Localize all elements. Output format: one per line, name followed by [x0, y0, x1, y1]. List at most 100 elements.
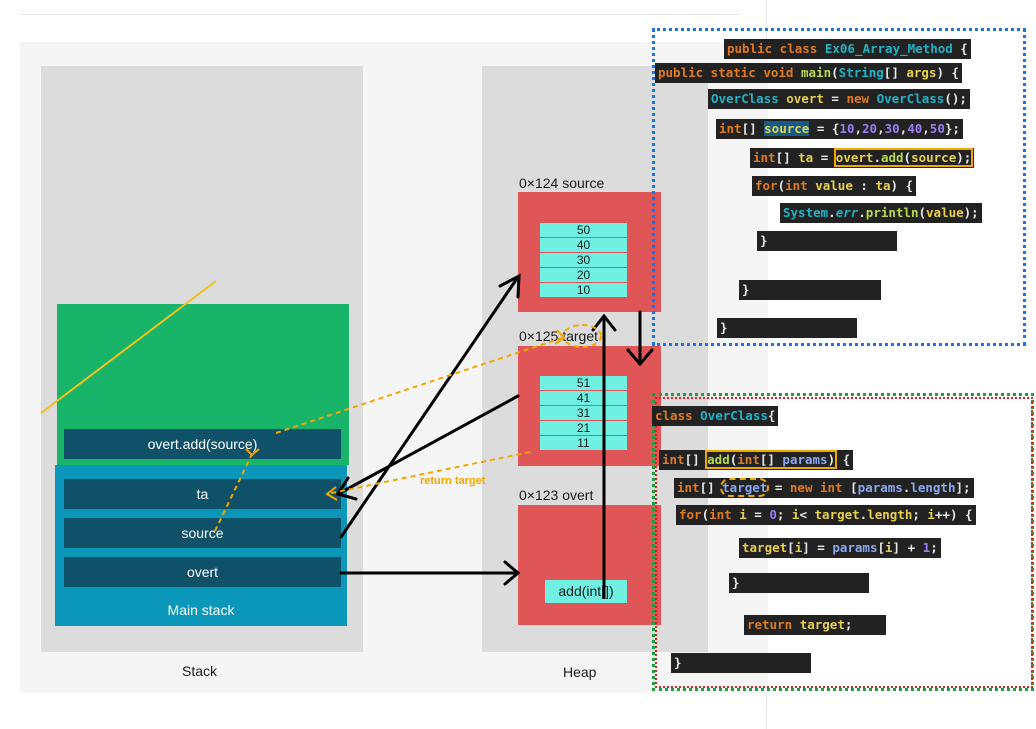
code-token: 1	[922, 540, 931, 555]
code-token: new	[846, 91, 877, 106]
strike-line	[40, 280, 217, 414]
ta-ref-arrow	[338, 394, 520, 495]
code-token: overt	[778, 91, 824, 106]
overt-add-method: add(int[])	[545, 580, 627, 603]
target-highlight-ellipse	[562, 324, 602, 348]
code-token: ] =	[802, 540, 833, 555]
var-ta: ta	[64, 479, 341, 509]
code-token: ++) {	[934, 507, 973, 522]
code-token: .	[902, 480, 911, 495]
heap-target-header: 0×125 target	[519, 328, 599, 344]
code-token: String	[838, 65, 884, 80]
code-token: 40	[907, 121, 923, 136]
code-token: i	[791, 507, 800, 522]
code-token: []	[883, 65, 907, 80]
code-token: 50	[929, 121, 945, 136]
code-token: params	[782, 452, 828, 467]
code-token: target	[814, 507, 860, 522]
code-token: []	[684, 452, 708, 467]
code-token: <	[799, 507, 815, 522]
code-token: []	[741, 121, 765, 136]
code-line-target-decl: int[] target = new int [params.length];	[674, 478, 974, 498]
var-overt: overt	[64, 557, 341, 587]
code-token: i	[885, 540, 893, 555]
code-token: ,	[854, 121, 863, 136]
code-token: {	[952, 41, 968, 56]
source-to-method-arrow	[214, 453, 253, 532]
source-cell: 10	[540, 283, 627, 298]
source-cell: 40	[540, 238, 627, 253]
heap-title: Heap	[563, 664, 597, 680]
code-token: main	[801, 65, 832, 80]
code-token: (	[729, 452, 738, 467]
code-token: int	[719, 121, 742, 136]
var-source: source	[64, 518, 341, 548]
code-line-close-for: }	[757, 231, 897, 251]
code-token: =	[746, 507, 770, 522]
source-cell: 30	[540, 253, 627, 268]
code-token: target	[742, 540, 788, 555]
code-token: System	[783, 205, 829, 220]
code-token: ;	[844, 617, 853, 632]
code-token: add	[880, 150, 904, 165]
code-token: err	[835, 205, 859, 220]
code-token: = {	[809, 121, 840, 136]
return-to-ta-arrow	[326, 451, 531, 495]
code-line-overclass-decl: class OverClass{	[652, 406, 779, 426]
code-token: ) {	[890, 178, 914, 193]
code-token: .	[858, 205, 866, 220]
code-token: int	[785, 178, 816, 193]
code-line-close-main: }	[739, 280, 881, 300]
code-line-close-method: }	[671, 653, 811, 673]
code-token: OverClass	[876, 91, 945, 106]
code-token: i	[794, 540, 803, 555]
code-token: for	[755, 178, 778, 193]
code-token: ta	[875, 178, 891, 193]
stack-title: Stack	[182, 663, 218, 679]
code-token: .	[859, 507, 868, 522]
code-line-overt: OverClass overt = new OverClass();	[708, 89, 970, 109]
code-token: int	[820, 480, 851, 495]
code-token: .	[873, 150, 881, 165]
code-token: 10	[839, 121, 855, 136]
code-token: value	[926, 205, 964, 220]
code-token: ,	[922, 121, 930, 136]
code-token: [	[877, 540, 886, 555]
code-token: for	[679, 507, 702, 522]
overclass-code-region-red	[655, 397, 1033, 688]
code-line-println: System.err.println(value);	[780, 203, 982, 223]
code-token: target	[799, 617, 845, 632]
code-token: source	[764, 121, 810, 136]
code-token: )	[827, 452, 836, 467]
source-cell: 20	[540, 268, 627, 283]
code-line-ta: int[] ta = overt.add(source);	[750, 148, 975, 168]
source-array: 50 40 30 20 10	[540, 223, 627, 298]
code-token: public static void	[658, 65, 801, 80]
code-token: []	[759, 452, 783, 467]
code-token: OverClass	[711, 91, 779, 106]
code-token: {	[835, 452, 851, 467]
code-token: ;	[776, 507, 792, 522]
code-token: (	[777, 178, 786, 193]
code-token: OverClass	[700, 408, 768, 423]
code-line-class-decl: public class Ex06_Array_Method {	[724, 39, 971, 59]
code-token: []	[699, 480, 723, 495]
add-call-highlight: overt.add(source);	[833, 148, 974, 167]
code-token: ,	[899, 121, 908, 136]
code-line-for: for(int value : ta) {	[752, 176, 917, 196]
code-token: (	[701, 507, 710, 522]
code-token: ta	[798, 150, 814, 165]
code-token: .	[828, 205, 836, 220]
source-cell: 50	[540, 223, 627, 238]
code-token: return	[747, 617, 800, 632]
code-token: ) {	[936, 65, 960, 80]
code-token: (	[918, 205, 927, 220]
code-token: length	[910, 480, 956, 495]
frame-method-bar: overt.add(source)	[64, 429, 341, 459]
code-token: (	[831, 65, 839, 80]
code-token: value	[815, 178, 853, 193]
code-token: public class	[727, 41, 825, 56]
source-ref-arrow	[339, 275, 520, 539]
code-token: Ex06_Array_Method	[824, 41, 953, 56]
